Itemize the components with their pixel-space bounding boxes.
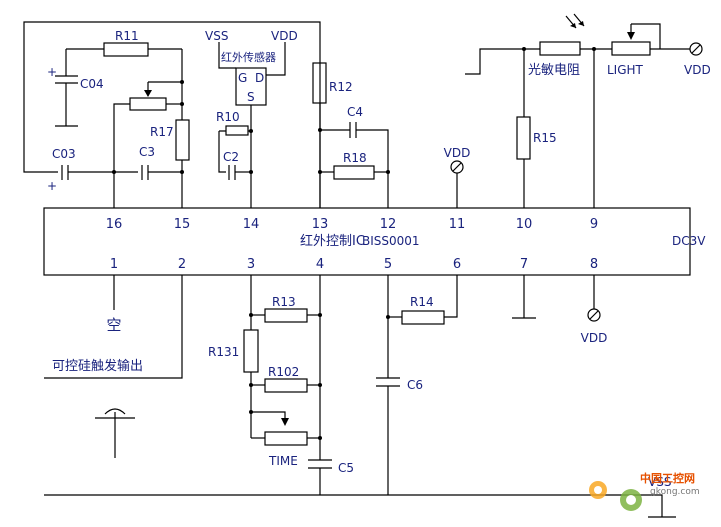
sensor-d-label: D xyxy=(255,71,264,85)
pin-7: 7 xyxy=(520,257,528,272)
vdd-top-label: VDD xyxy=(271,29,298,43)
c04-plus-sign: + xyxy=(47,65,57,79)
pin-1: 1 xyxy=(110,257,118,272)
sensor-s-label: S xyxy=(247,90,255,104)
c03-label: C03 xyxy=(52,147,76,161)
pin-8: 8 xyxy=(590,257,598,272)
bottom-pin-numbers: 1 2 3 4 5 6 7 8 xyxy=(110,257,598,272)
scr-trigger-output-label: 可控硅触发输出 xyxy=(52,358,143,374)
vss-bottom-label: VSS xyxy=(648,475,671,489)
pin-14: 14 xyxy=(243,217,260,232)
vdd-pin11-label: VDD xyxy=(444,146,471,160)
ir-sensor-network xyxy=(218,42,286,208)
photoresistor-label: 光敏电阻 xyxy=(528,63,580,78)
vdd-right-label: VDD xyxy=(684,63,711,77)
c6-label: C6 xyxy=(407,378,423,392)
pin-5: 5 xyxy=(384,257,392,272)
time-pot-label: TIME xyxy=(268,454,298,468)
vss-top-label: VSS xyxy=(205,29,228,43)
watermark-text: 中国工控网 xyxy=(640,471,695,485)
vdd-pin8-label: VDD xyxy=(581,331,608,345)
r15-label: R15 xyxy=(533,131,557,145)
timing-network xyxy=(243,275,332,495)
pin-16: 16 xyxy=(106,217,123,232)
r17-label: R17 xyxy=(150,125,174,139)
c03-plus-sign: + xyxy=(47,179,57,193)
light-label: LIGHT xyxy=(607,63,644,77)
r13-label: R13 xyxy=(272,295,296,309)
pin1-empty-label: 空 xyxy=(106,316,121,334)
watermark-url: gkong.com xyxy=(650,487,700,497)
top-pin-numbers: 16 15 14 13 12 11 10 9 xyxy=(106,217,598,232)
vss-rail xyxy=(44,494,676,518)
pin11-vdd-terminal xyxy=(450,160,464,208)
dc-voltage-label: DC3V xyxy=(672,234,706,248)
light-sense-network xyxy=(465,13,703,208)
c3-label: C3 xyxy=(139,145,155,159)
ic-name-label: 红外控制IC xyxy=(300,233,365,249)
antenna-symbol xyxy=(95,408,135,458)
c5-label: C5 xyxy=(338,461,354,475)
pin-4: 4 xyxy=(316,257,324,272)
ic-body xyxy=(43,207,691,276)
sensor-g-label: G xyxy=(238,71,247,85)
bottom-left-wiring xyxy=(44,275,183,379)
r14-label: R14 xyxy=(410,295,434,309)
pin-3: 3 xyxy=(247,257,255,272)
pin5-6-network xyxy=(376,275,458,495)
r18-label: R18 xyxy=(343,151,367,165)
c04-label: C04 xyxy=(80,77,104,91)
ic-part-label: BISS0001 xyxy=(362,234,420,248)
pin-9: 9 xyxy=(590,217,598,232)
r131-label: R131 xyxy=(208,345,239,359)
r12-label: R12 xyxy=(329,80,353,94)
c2-label: C2 xyxy=(223,150,239,164)
pin-11: 11 xyxy=(449,217,466,232)
pin-6: 6 xyxy=(453,257,461,272)
pin-15: 15 xyxy=(174,217,191,232)
top-left-network xyxy=(23,21,321,208)
pin-10: 10 xyxy=(516,217,533,232)
r10-label: R10 xyxy=(216,110,240,124)
pin-2: 2 xyxy=(178,257,186,272)
r11-label: R11 xyxy=(115,29,139,43)
ir-sensor-label: 红外传感器 xyxy=(221,51,276,64)
r102-label: R102 xyxy=(268,365,299,379)
pin-12: 12 xyxy=(380,217,397,232)
pin7-8-wiring xyxy=(512,275,601,322)
watermark-logo: 中国工控网 gkong.com xyxy=(589,471,700,511)
pin-13: 13 xyxy=(312,217,329,232)
c4-label: C4 xyxy=(347,105,363,119)
pin13-12-network xyxy=(312,62,390,208)
